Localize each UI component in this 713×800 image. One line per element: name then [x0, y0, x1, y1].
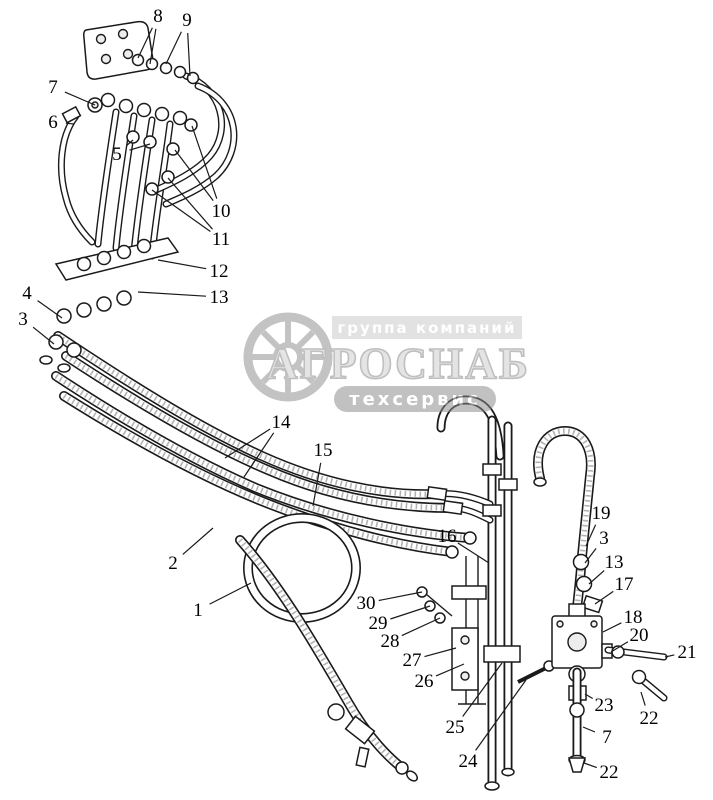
leader-line-4	[37, 300, 63, 319]
callout-14-11: 14	[272, 412, 292, 433]
callout-19-23: 19	[592, 503, 611, 524]
leader-lines	[32, 27, 675, 769]
callout-7-2: 7	[48, 77, 58, 98]
leader-line-2	[182, 527, 214, 555]
callout-27-19: 27	[403, 650, 422, 671]
leader-line-9	[165, 31, 182, 65]
watermark-top-box	[332, 316, 522, 339]
leader-line-28	[401, 617, 441, 637]
leader-line-8	[149, 28, 157, 65]
callout-22-31: 22	[640, 708, 659, 729]
callout-5-4: 5	[112, 144, 122, 165]
leader-line-29	[390, 605, 431, 620]
callout-8-0: 8	[153, 6, 163, 27]
callout-17-26: 17	[615, 574, 634, 595]
callout-26-20: 26	[415, 671, 434, 692]
callout-7-32: 7	[602, 727, 612, 748]
bracket-plate	[39, 237, 180, 373]
leader-line-10	[191, 125, 218, 199]
leader-line-5	[129, 143, 151, 151]
callout-18-27: 18	[624, 607, 643, 628]
watermark-group-text: группа компаний	[337, 319, 516, 337]
top-fittings	[61, 53, 200, 196]
watermark: группа компаний АГРОСНАБ техсервис	[243, 312, 530, 412]
leader-line-9	[187, 32, 191, 77]
callout-25-21: 25	[446, 717, 465, 738]
callout-24-22: 24	[459, 751, 479, 772]
bottom-hose	[240, 540, 402, 768]
leader-line-3	[32, 326, 55, 345]
watermark-band	[334, 386, 496, 412]
callout-12-7: 12	[210, 261, 229, 282]
leader-line-25	[462, 662, 503, 717]
bottom-fittings	[327, 703, 419, 782]
leader-line-26	[435, 663, 465, 677]
leader-line-16	[457, 542, 490, 564]
leader-line-5	[126, 139, 134, 146]
callout-15-12: 15	[314, 440, 333, 461]
leader-line-19	[585, 524, 597, 547]
leader-line-18	[602, 622, 622, 633]
leader-line-14	[243, 432, 275, 478]
leader-line-13	[588, 570, 605, 585]
callout-28-18: 28	[381, 631, 400, 652]
leader-line-8	[137, 27, 153, 59]
callout-3-10: 3	[18, 309, 28, 330]
callout-29-17: 29	[369, 613, 388, 634]
callout-2-13: 2	[168, 553, 178, 574]
leader-line-6	[65, 122, 75, 125]
callout-6-3: 6	[48, 112, 58, 133]
callout-3-24: 3	[599, 528, 609, 549]
leader-line-14	[224, 428, 271, 459]
leader-line-22	[640, 691, 646, 706]
callout-13-25: 13	[605, 552, 624, 573]
leader-line-13	[137, 291, 207, 297]
callout-16-15: 16	[438, 526, 457, 547]
leader-line-21	[664, 654, 675, 658]
leader-line-27	[424, 647, 457, 658]
mounting-bracket	[416, 556, 555, 705]
leader-line-1	[209, 582, 252, 605]
leader-line-11	[151, 189, 211, 232]
leader-line-23	[584, 693, 594, 700]
watermark-service-text: техсервис	[349, 389, 481, 410]
manifold-assembly	[39, 20, 234, 373]
leader-line-15	[312, 462, 322, 507]
callout-21-29: 21	[678, 642, 697, 663]
callout-22-33: 22	[600, 762, 619, 783]
callout-11-6: 11	[212, 229, 230, 250]
leader-line-17	[594, 590, 614, 605]
callout-10-5: 10	[212, 201, 231, 222]
leader-line-22	[583, 762, 598, 769]
callout-13-8: 13	[210, 287, 229, 308]
callout-9-1: 9	[182, 10, 192, 31]
valve-block	[551, 553, 664, 773]
leader-line-24	[475, 679, 527, 751]
right-curved-hose	[534, 431, 591, 616]
leader-line-20	[610, 641, 629, 653]
watermark-brand-text: АГРОСНАБ	[266, 339, 530, 388]
callout-4-9: 4	[22, 283, 32, 304]
bundle-end-fittings	[426, 485, 477, 559]
leader-line-3	[584, 548, 597, 564]
leader-line-12	[157, 259, 207, 270]
callout-23-30: 23	[595, 695, 614, 716]
leader-line-30	[378, 591, 423, 602]
callout-1-14: 1	[193, 600, 203, 621]
leader-line-7	[582, 726, 596, 733]
hose-drawing	[39, 20, 664, 791]
leader-line-10	[174, 149, 214, 201]
callout-20-28: 20	[630, 625, 649, 646]
callout-30-16: 30	[357, 593, 376, 614]
gear-logo	[243, 312, 333, 402]
leader-line-7	[64, 91, 96, 106]
manifold-plate	[83, 20, 154, 80]
leader-line-11	[167, 177, 213, 230]
vertical-pipes	[438, 400, 518, 791]
